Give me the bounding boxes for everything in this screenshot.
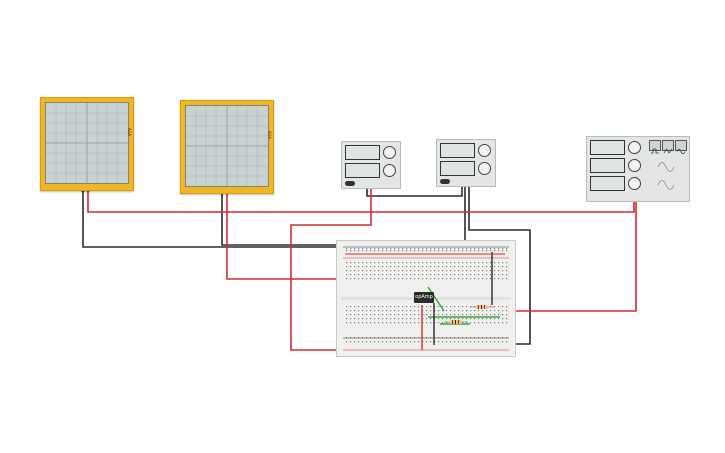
function-generator-amplitude-knob[interactable] [628,159,641,172]
power-supply-2-current-knob[interactable] [478,162,491,175]
power-supply-2-voltage-display [440,143,475,158]
power-supply-2-voltage-knob[interactable] [478,144,491,157]
function-generator-amplitude-display [590,158,625,173]
power-supply-2-power-switch[interactable] [440,179,450,184]
power-supply-1-current-knob[interactable] [383,164,396,177]
square-wave-button[interactable] [649,140,661,154]
oscilloscope-1[interactable]: A2A [40,97,134,191]
oscilloscope-1-grid [46,103,128,183]
power-supply-1[interactable] [341,141,401,189]
function-generator[interactable] [586,136,690,202]
wire-black-psu2-to-rail[interactable] [468,185,531,345]
wire-black-psu1-to-psu2[interactable] [366,185,463,197]
oscilloscope-2-screen [185,105,269,187]
sine-wave-icon [676,148,686,155]
opamp-label: opAmp [415,294,433,300]
triangle-wave-button[interactable] [662,140,674,154]
wire-red-scope1-to-fgen[interactable] [87,190,635,213]
function-generator-waveform-preview [657,162,675,190]
oscilloscope-2-grid [186,106,268,186]
sine-wave-button[interactable] [675,140,687,155]
triangle-wave-icon [663,148,673,154]
power-supply-1-current-display [345,163,380,178]
wire-black-scope1-to-breadboard[interactable] [82,190,341,248]
wire-black-scope2-to-breadboard[interactable] [221,192,341,246]
function-generator-frequency-knob[interactable] [628,141,641,154]
oscilloscope-1-screen [45,102,129,184]
wire-red-psu1-to-breadboard[interactable] [290,185,372,351]
power-supply-2-current-display [440,161,475,176]
function-generator-frequency-display [590,140,625,155]
power-supply-1-voltage-display [345,145,380,160]
power-supply-1-power-switch[interactable] [345,181,355,186]
opamp-chip[interactable]: opAmp [414,292,434,303]
power-supply-2[interactable] [436,139,496,187]
oscilloscope-2-side-label: A2A [267,131,272,140]
oscilloscope-2[interactable]: A2A [180,100,274,194]
power-supply-1-voltage-knob[interactable] [383,146,396,159]
function-generator-offset-display [590,176,625,191]
function-generator-offset-knob[interactable] [628,177,641,190]
square-wave-icon [651,148,659,154]
oscilloscope-1-side-label: A2A [127,128,132,137]
